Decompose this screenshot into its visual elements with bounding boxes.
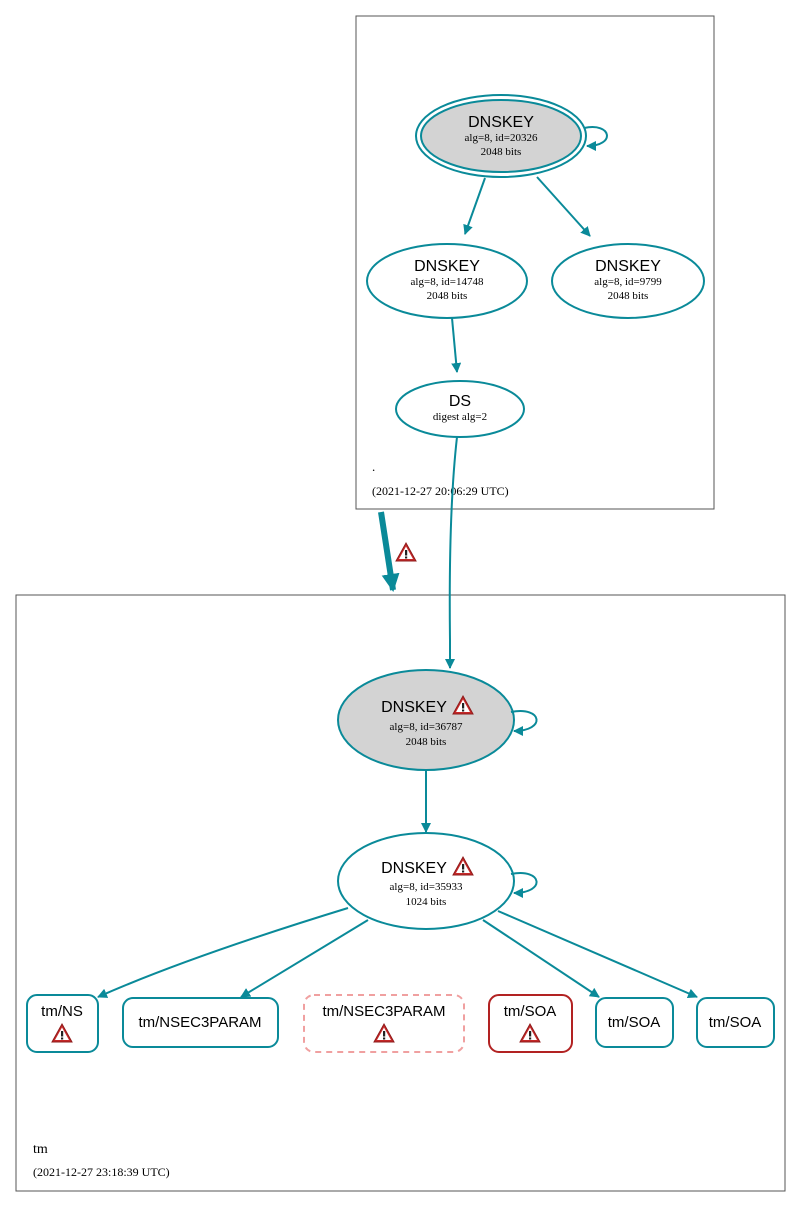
edge-ksk-zsk2 <box>536 176 591 237</box>
root-ksk-type: DNSKEY <box>468 114 534 131</box>
tm-ksk-type: DNSKEY <box>381 699 447 716</box>
rrset-label: tm/NS <box>41 1003 83 1020</box>
tm-zsk-node[interactable]: DNSKEY alg=8, id=35933 1024 bits <box>337 832 515 930</box>
rrset-tm-soa-3[interactable]: tm/SOA <box>696 997 775 1048</box>
root-zsk1-type: DNSKEY <box>414 258 480 275</box>
rrset-label: tm/SOA <box>709 1014 762 1031</box>
edge-ksk-zsk1 <box>463 177 486 235</box>
root-zsk2-type: DNSKEY <box>595 258 661 275</box>
rrset-label: tm/SOA <box>608 1014 661 1031</box>
delegation-edge <box>378 511 400 592</box>
root-zsk1-bits: 2048 bits <box>427 290 468 302</box>
root-zsk2-bits: 2048 bits <box>608 290 649 302</box>
tm-zsk-self-edge <box>510 872 538 898</box>
root-ksk-self-edge <box>583 126 608 151</box>
rrset-label: tm/NSEC3PARAM <box>322 1003 445 1020</box>
rrset-tm-ns[interactable]: tm/NS <box>26 994 99 1053</box>
root-zsk2-detail: alg=8, id=9799 <box>594 276 662 288</box>
root-ksk-node[interactable]: DNSKEY alg=8, id=20326 2048 bits <box>415 94 587 178</box>
tm-zone-name: tm <box>33 1142 48 1157</box>
root-ksk-detail: alg=8, id=20326 <box>465 132 538 144</box>
ds-type: DS <box>449 393 471 410</box>
rrset-tm-nsec3param[interactable]: tm/NSEC3PARAM <box>122 997 279 1048</box>
edge-zsk-rrset-6 <box>497 910 698 999</box>
tm-zone-timestamp: (2021-12-27 23:18:39 UTC) <box>33 1165 170 1179</box>
rrset-label: tm/NSEC3PARAM <box>138 1014 261 1031</box>
rrset-tm-soa-red[interactable]: tm/SOA <box>488 994 573 1053</box>
tm-zsk-type: DNSKEY <box>381 860 447 877</box>
edge-zsk1-ds <box>451 317 462 373</box>
delegation-warning-icon <box>395 542 417 562</box>
tm-ksk-self-edge <box>510 710 538 736</box>
tm-ksk-node[interactable]: DNSKEY alg=8, id=36787 2048 bits <box>337 669 515 771</box>
edge-zsk-rrset-5 <box>482 919 600 998</box>
ds-node[interactable]: DS digest alg=2 <box>395 380 525 438</box>
tm-ksk-detail: alg=8, id=36787 <box>390 721 463 733</box>
edge-zsk-rrset-2 <box>240 919 369 998</box>
tm-zone-cluster <box>15 594 786 1192</box>
tm-zsk-detail: alg=8, id=35933 <box>390 881 463 893</box>
root-zone-cluster <box>355 15 715 510</box>
rrset-tm-soa-2[interactable]: tm/SOA <box>595 997 674 1048</box>
root-ksk-bits: 2048 bits <box>481 146 522 158</box>
root-zsk1-node[interactable]: DNSKEY alg=8, id=14748 2048 bits <box>366 243 528 319</box>
root-zsk2-node[interactable]: DNSKEY alg=8, id=9799 2048 bits <box>551 243 705 319</box>
edge-ds-tm-ksk <box>445 436 458 669</box>
tm-ksk-bits: 2048 bits <box>406 736 447 748</box>
rrset-tm-nsec3param-dashed[interactable]: tm/NSEC3PARAM <box>303 994 465 1053</box>
root-zone-timestamp: (2021-12-27 20:06:29 UTC) <box>372 484 509 498</box>
root-zone-name: . <box>372 459 375 474</box>
ds-detail: digest alg=2 <box>433 411 487 423</box>
rrset-label: tm/SOA <box>504 1003 557 1020</box>
edge-zsk-rrset-1 <box>97 907 349 998</box>
tm-zsk-bits: 1024 bits <box>406 896 447 908</box>
root-zsk1-detail: alg=8, id=14748 <box>411 276 484 288</box>
